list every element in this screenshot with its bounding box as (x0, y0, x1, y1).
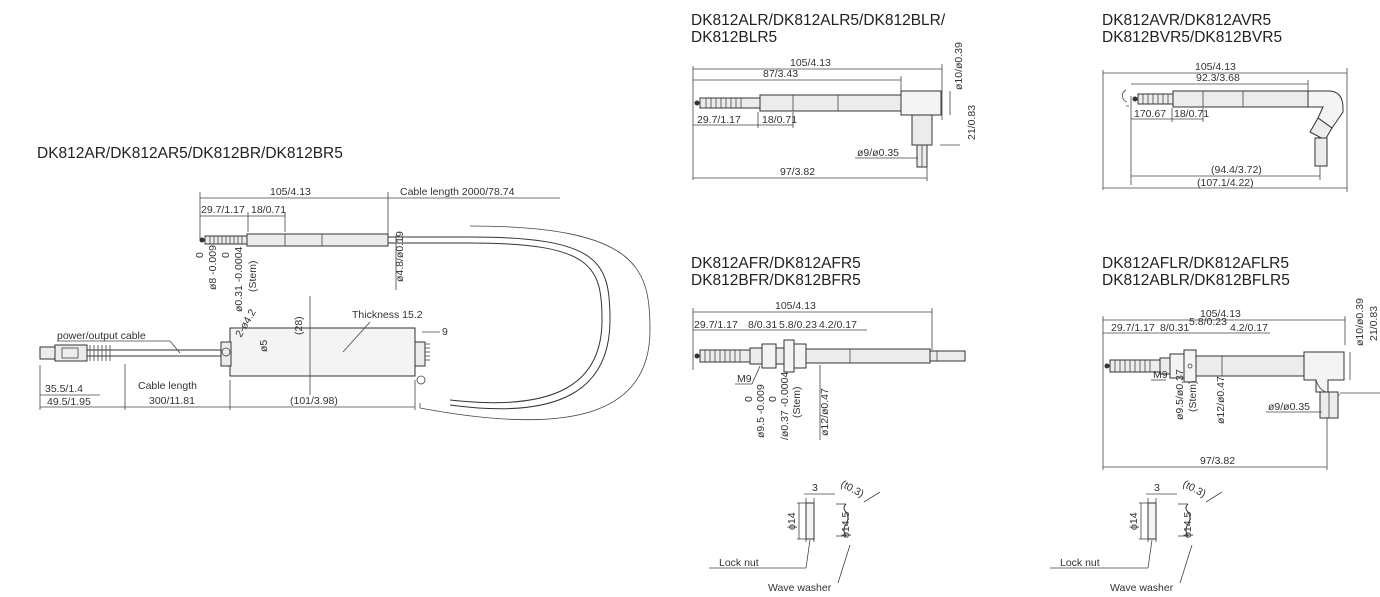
title-alr-line2: DK812BLR5 (691, 29, 778, 46)
main-tol-zero2: 0 (220, 252, 232, 258)
washer-phi14-aflr: ϕ14 (1128, 512, 1140, 530)
title-afr: DK812AFR/DK812AFR5 DK812BFR/DK812BFR5 (691, 255, 861, 289)
aflr-d-21: 21/0.83 (1368, 306, 1380, 341)
drawing-alr: 105/4.13 87/3.43 29.7/1.17 18/0.71 (692, 42, 978, 181)
main-d-28: (28) (293, 316, 305, 335)
afr-zero1: 0 (743, 396, 755, 402)
main-cable-2000: Cable length 2000/78.74 (400, 186, 515, 198)
afr-tol-037: /ø0.37 -0.0004 (779, 372, 791, 440)
avr-d-94: (94.4/3.72) (1211, 164, 1262, 176)
washer-detail-afr: 3 ϕ14 ϕ14.5 (t0.3) Lock nut Wave washer (709, 478, 881, 594)
drawing-main: 105/4.13 Cable length 2000/78.74 29.7/1.… (39, 186, 651, 421)
title-aflr-line1: DK812AFLR/DK812AFLR5 (1102, 255, 1289, 272)
washer-phi145-afr: ϕ14.5 (840, 512, 852, 538)
alr-len-97: 97/3.82 (780, 166, 815, 178)
washer-three-aflr: 3 (1154, 482, 1160, 494)
washer-lock-nut-afr: Lock nut (719, 557, 759, 569)
main-thickness: Thickness 15.2 (352, 309, 423, 321)
title-alr: DK812ALR/DK812ALR5/DK812BLR/ DK812BLR5 (691, 12, 945, 46)
aflr-stem: (Stem) (1187, 381, 1199, 413)
alr-d-29-7: 29.7/1.17 (697, 114, 741, 126)
main-tol-031: ø0.31 -0.0004 (233, 246, 245, 312)
title-aflr: DK812AFLR/DK812AFLR5 DK812ABLR/DK812BFLR… (1102, 255, 1290, 289)
main-cable-300: 300/11.81 (149, 395, 195, 407)
main-len-total: 105/4.13 (270, 186, 311, 198)
aflr-len-97: 97/3.82 (1200, 455, 1235, 467)
alr-len-87: 87/3.43 (763, 68, 798, 80)
main-cable-length-label: Cable length (138, 380, 197, 392)
aflr-d-10: ø10/ø0.39 (1354, 298, 1366, 346)
avr-len-92: 92.3/3.68 (1196, 72, 1240, 84)
washer-three-afr: 3 (812, 482, 818, 494)
main-d-phi5: ø5 (258, 340, 270, 352)
afr-d-8: 8/0.31 (748, 319, 777, 331)
afr-stem: (Stem) (791, 387, 803, 419)
main-d-29-7: 29.7/1.17 (201, 204, 245, 216)
aflr-d-12: ø12/ø0.47 (1215, 376, 1227, 424)
aflr-d-29-7: 29.7/1.17 (1111, 322, 1155, 334)
alr-d-18: 18/0.71 (762, 114, 797, 126)
main-d-49-5: 49.5/1.95 (47, 396, 91, 408)
title-avr: DK812AVR/DK812AVR5 DK812BVR5/DK812BVR5 (1102, 12, 1282, 46)
aflr-d-4-2: 4.2/0.17 (1230, 322, 1268, 334)
aflr-d-9: ø9/ø0.35 (1268, 401, 1310, 413)
afr-d-5-8: 5.8/0.23 (779, 319, 817, 331)
washer-t03-aflr: (t0.3) (1181, 478, 1208, 500)
washer-detail-aflr: 3 ϕ14 ϕ14.5 (t0.3) Lock nut Wave washer (1050, 478, 1223, 594)
main-d-18: 18/0.71 (251, 204, 286, 216)
aflr-d-5-8: 5.8/0.23 (1189, 316, 1227, 328)
title-avr-line1: DK812AVR/DK812AVR5 (1102, 12, 1272, 29)
alr-d-10: ø10/ø0.39 (953, 42, 965, 90)
title-afr-line2: DK812BFR/DK812BFR5 (691, 272, 861, 289)
title-aflr-line2: DK812ABLR/DK812BFLR5 (1102, 272, 1290, 289)
alr-d-9: ø9/ø0.35 (857, 147, 899, 159)
afr-d-29-7: 29.7/1.17 (694, 319, 738, 331)
aflr-m9: M9 (1153, 369, 1168, 381)
alr-len-total: 105/4.13 (790, 57, 831, 69)
afr-tol-95: ø9.5 -0.009 (755, 384, 767, 438)
alr-d-21: 21/0.83 (966, 105, 978, 140)
drawing-afr: 105/4.13 29.7/1.17 8/0.31 5.8/0.23 4.2/0… (692, 300, 966, 440)
washer-lock-nut-aflr: Lock nut (1060, 557, 1100, 569)
title-afr-line1: DK812AFR/DK812AFR5 (691, 255, 861, 272)
main-tol-zero: 0 (194, 252, 206, 258)
title-avr-line2: DK812BVR5/DK812BVR5 (1102, 29, 1283, 46)
avr-len-total: 105/4.13 (1195, 61, 1236, 73)
avr-d-17: 170.67 (1134, 108, 1166, 120)
aflr-d-8: 8/0.31 (1160, 322, 1189, 334)
drawing-aflr: 105/4.13 29.7/1.17 8/0.31 5.8/0.23 4.2/0… (1102, 298, 1380, 470)
avr-d-107: (107.1/4.22) (1197, 177, 1254, 189)
washer-t03-afr: (t0.3) (839, 478, 866, 500)
aflr-len-total: 105/4.13 (1200, 308, 1241, 320)
drawing-avr: 105/4.13 92.3/3.68 170.67 18/0.71 (1102, 61, 1348, 192)
afr-d-4-2: 4.2/0.17 (819, 319, 857, 331)
washer-phi14-afr: ϕ14 (786, 512, 798, 530)
main-d-48: ø4.8/ø0.19 (394, 231, 406, 282)
main-power-cable: power/output cable (57, 330, 146, 342)
washer-wave-aflr: Wave washer (1110, 582, 1174, 594)
main-stem: (Stem) (247, 261, 259, 293)
aflr-d-95: ø9.5/ø0.37 (1174, 369, 1186, 420)
washer-phi145-aflr: ϕ14.5 (1182, 512, 1194, 538)
title-main: DK812AR/DK812AR5/DK812BR/DK812BR5 (37, 145, 343, 162)
main-d-101: (101/3.98) (290, 395, 338, 407)
main-d-35-5: 35.5/1.4 (45, 383, 83, 395)
afr-m9: M9 (737, 373, 752, 385)
title-alr-line1: DK812ALR/DK812ALR5/DK812BLR/ (691, 12, 946, 29)
afr-zero2: 0 (767, 396, 779, 402)
washer-wave-afr: Wave washer (768, 582, 832, 594)
main-nine: 9 (442, 326, 448, 338)
avr-d-18: 18/0.71 (1174, 108, 1209, 120)
afr-d-12: ø12/ø0.47 (819, 388, 831, 436)
main-tol-8: ø8 -0.009 (207, 245, 219, 290)
afr-len-total: 105/4.13 (775, 300, 816, 312)
